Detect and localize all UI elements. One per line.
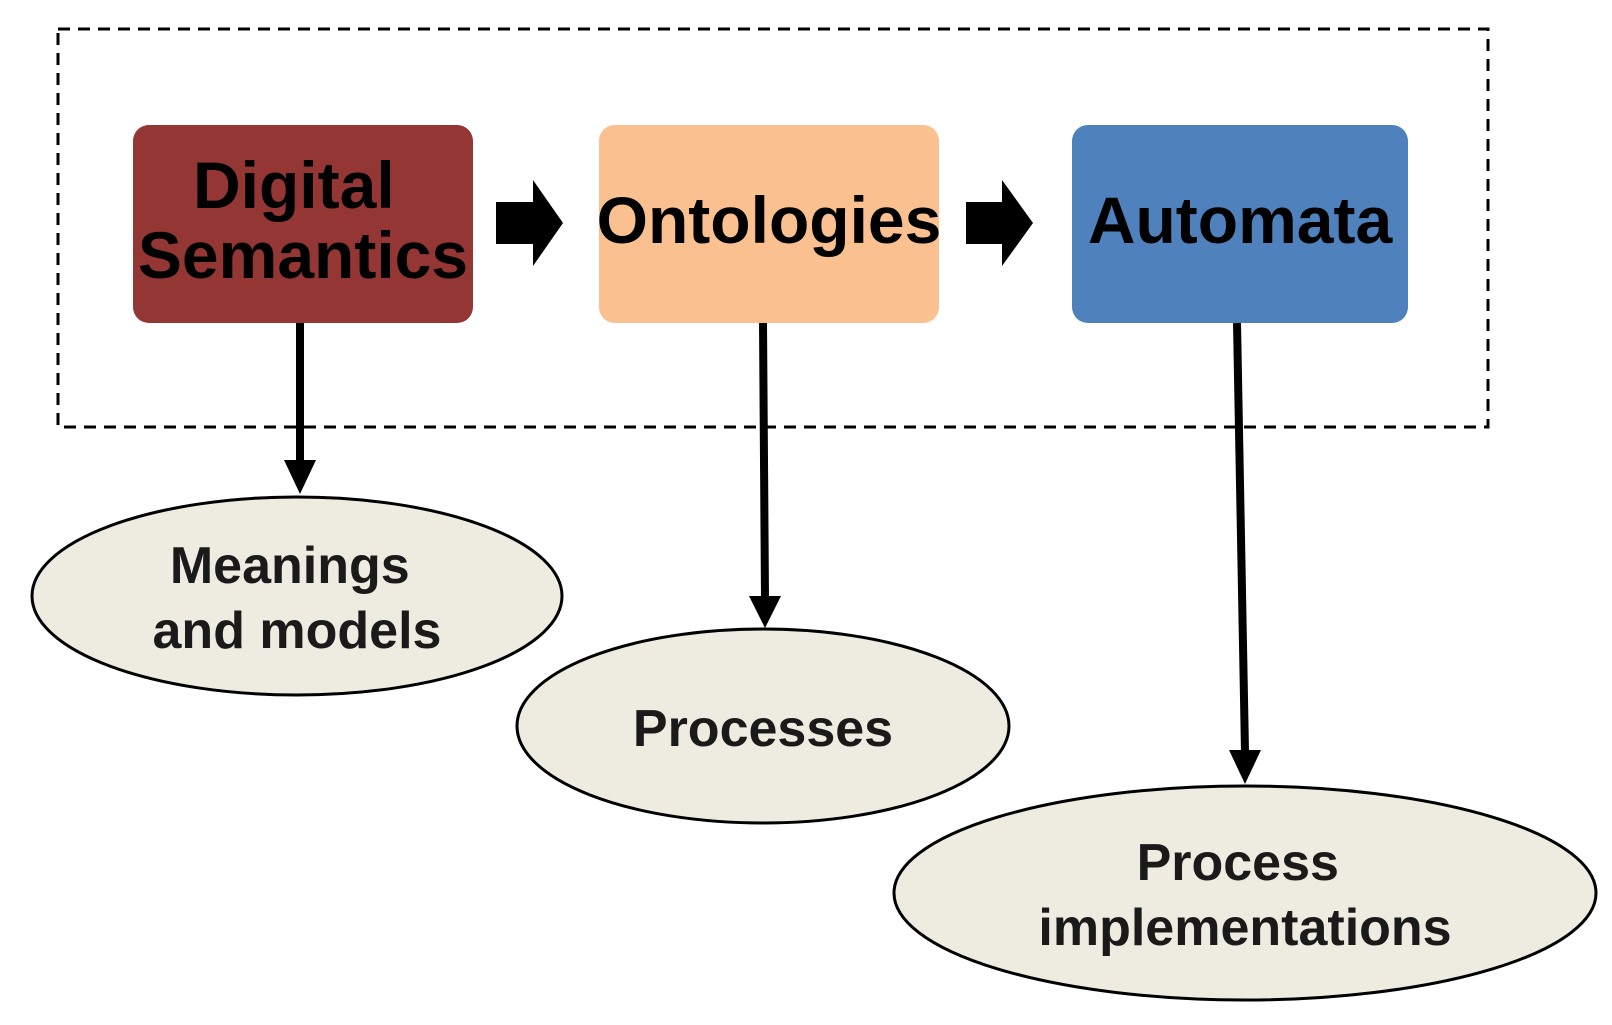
box-digital-semantics: Digital Semantics	[133, 125, 473, 323]
outcome-meanings-and-models: Meanings and models	[30, 495, 564, 697]
outcome-meanings-and-models-shape	[30, 495, 564, 697]
dashed-group-frame	[56, 27, 1490, 429]
svg-text:Processes: Processes	[633, 700, 893, 758]
box-digital-semantics-line-2: Semantics	[138, 218, 468, 292]
box-automata: Automata	[1072, 125, 1408, 323]
box-ontologies-shape	[599, 125, 939, 323]
outcome-processes: Processes	[515, 627, 1011, 825]
svg-text:Process implementations: Process implementations	[1038, 834, 1451, 957]
svg-text:Meanings and models: Meanings and models	[153, 537, 442, 660]
box-automata-line-1: Automata	[1088, 183, 1394, 257]
svg-text:Ontologies: Ontologies	[597, 183, 942, 257]
outcome-meanings-and-models-line-2: and models	[153, 602, 442, 660]
box-digital-semantics-line-1: Digital	[193, 148, 395, 222]
svg-text:Automata: Automata	[1088, 183, 1394, 257]
box-ontologies-line-1: Ontologies	[597, 183, 942, 257]
outcome-process-implementations-line-1: Process	[1137, 834, 1339, 892]
svg-text:Digital Semantics: Digital Semantics	[138, 148, 468, 292]
outcome-processes-line-1: Processes	[633, 700, 893, 758]
outcome-meanings-and-models-line-1: Meanings	[170, 537, 410, 595]
outcome-process-implementations: Process implementations	[892, 784, 1598, 1002]
outcome-process-implementations-shape	[892, 784, 1598, 1002]
block-arrow-1	[496, 180, 563, 266]
connector-arrow-1	[284, 323, 316, 494]
connector-arrow-2	[749, 322, 781, 628]
block-arrow-2	[966, 180, 1033, 266]
box-ontologies: Ontologies	[597, 125, 942, 323]
box-digital-semantics-shape	[133, 125, 473, 323]
box-automata-shape	[1072, 125, 1408, 323]
outcome-processes-shape	[515, 627, 1011, 825]
outcome-process-implementations-line-2: implementations	[1038, 899, 1451, 957]
connector-arrow-3	[1229, 322, 1261, 784]
